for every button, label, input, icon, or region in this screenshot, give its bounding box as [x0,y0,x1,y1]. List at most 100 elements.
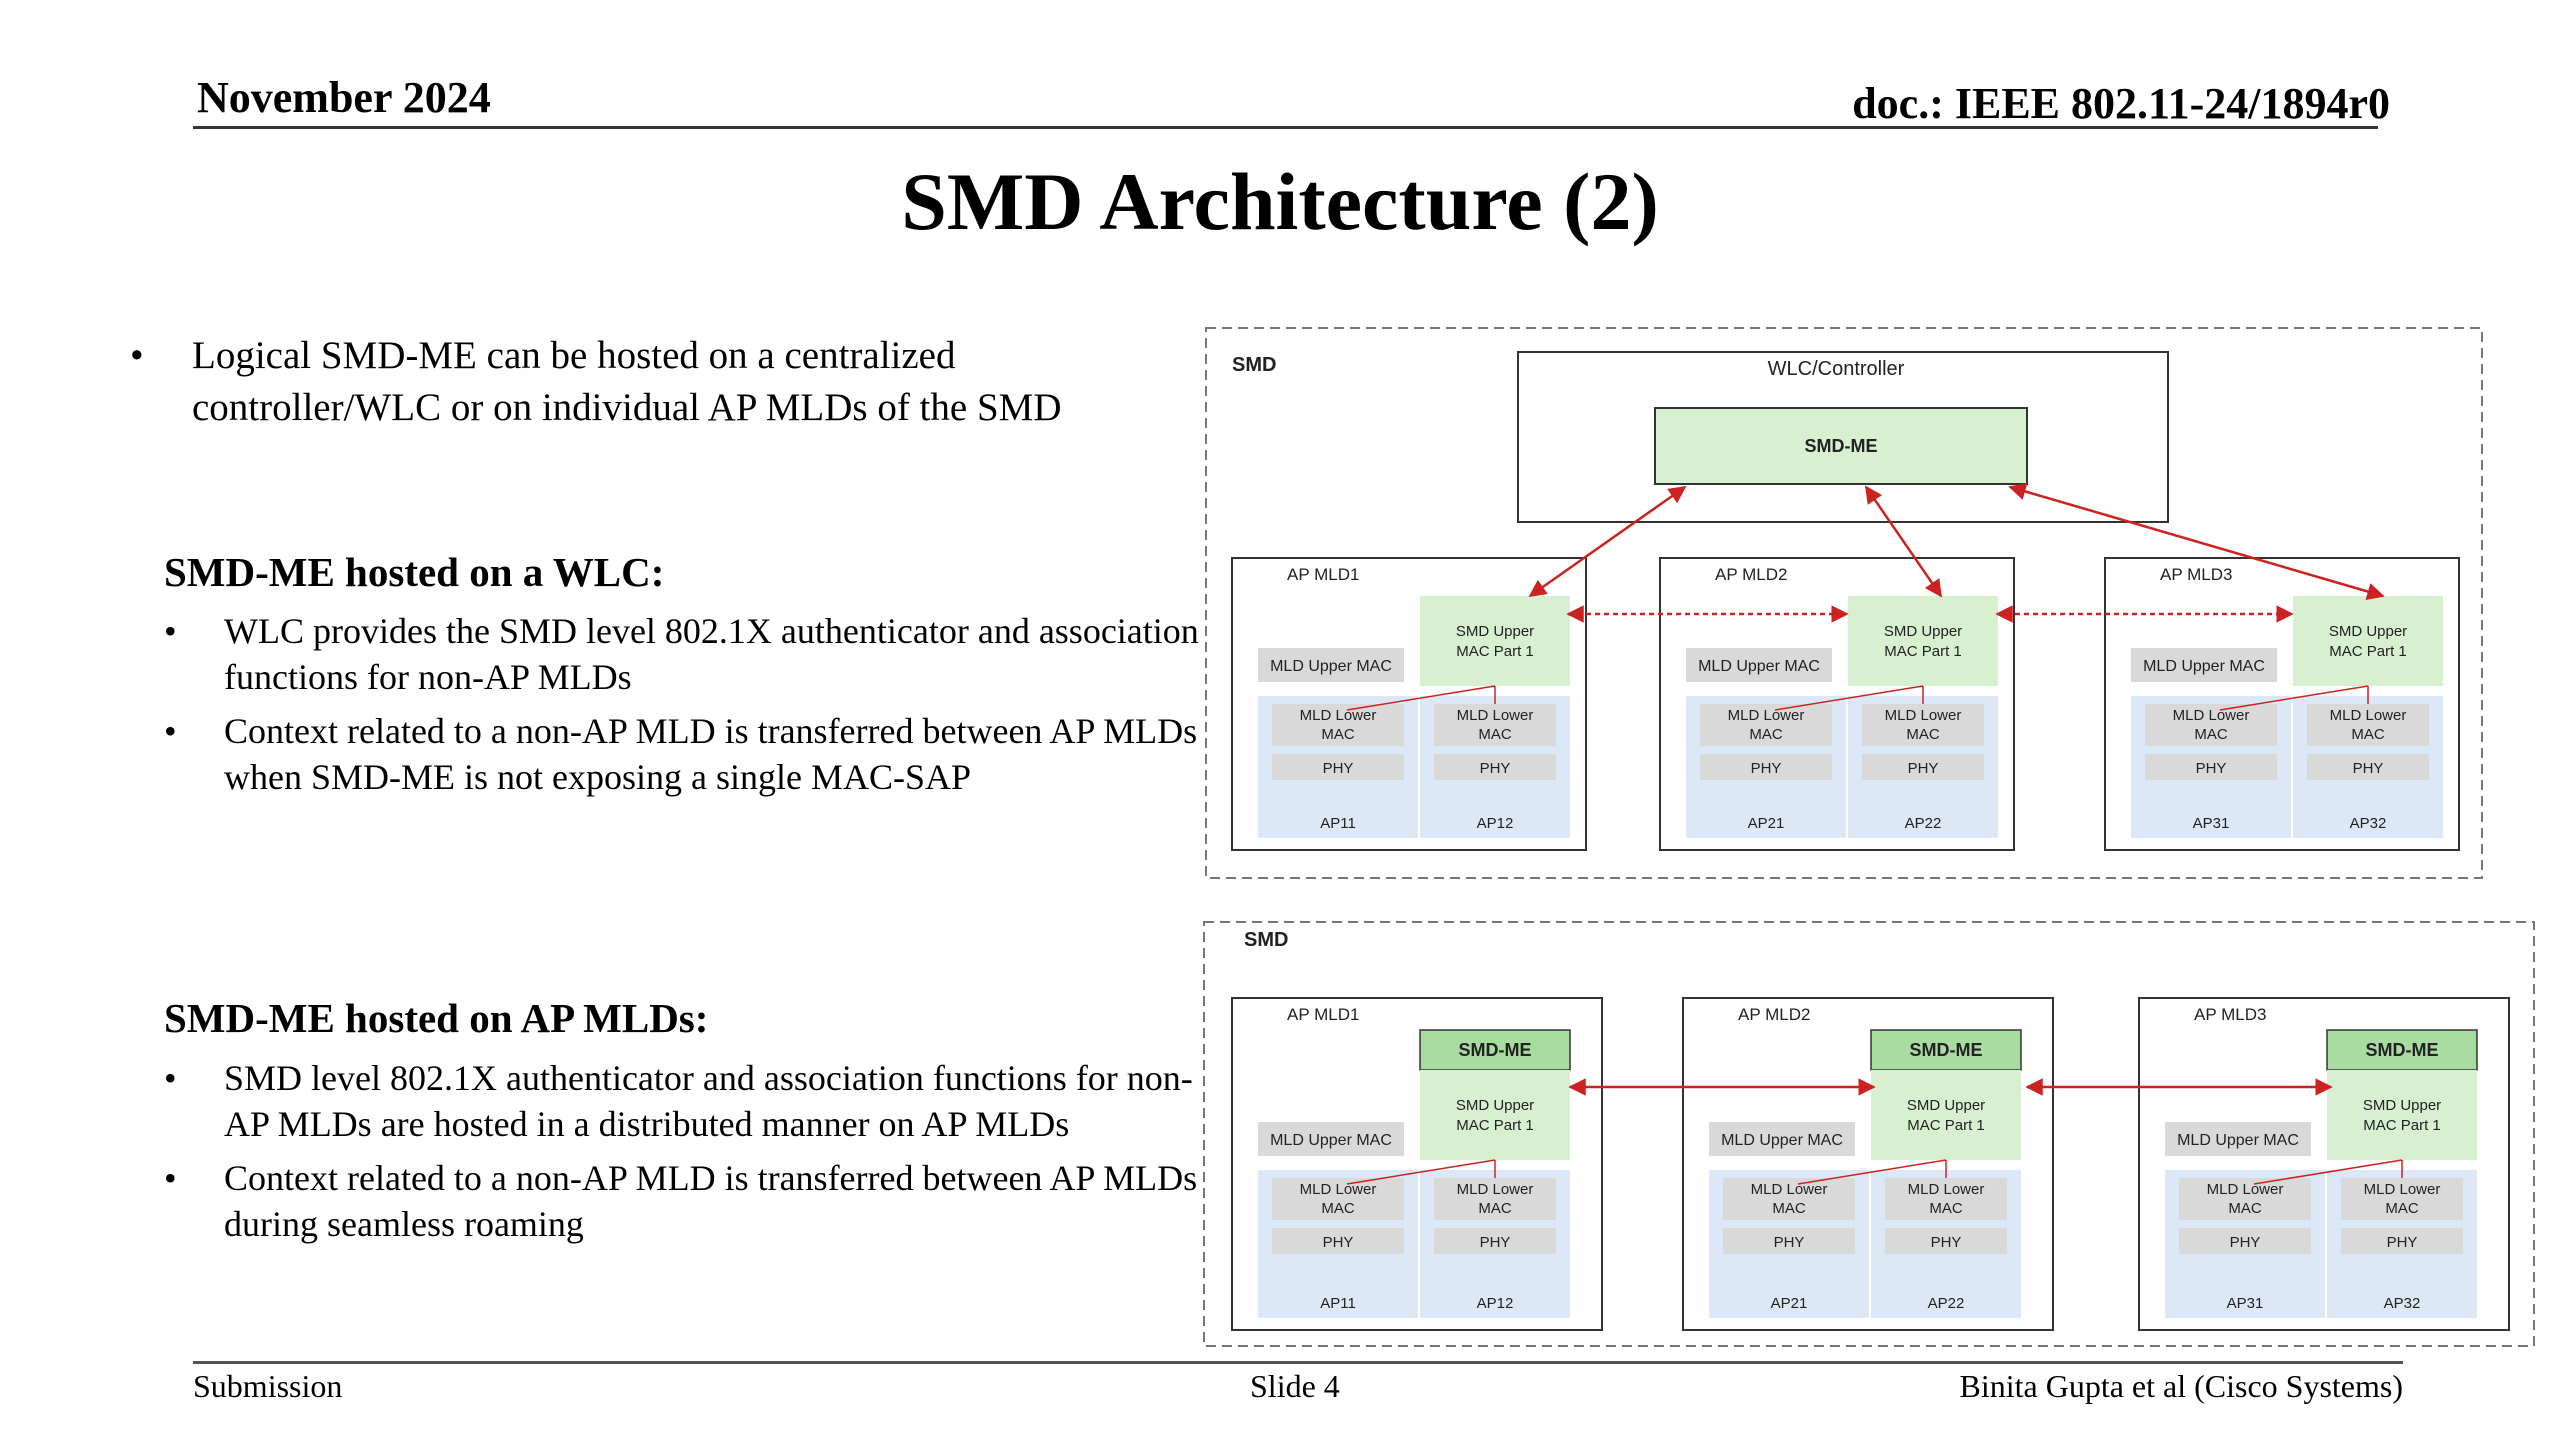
ap-label: AP31 [2227,1295,2264,1312]
mld-upper-mac-box [1686,648,1832,682]
smd-upper-mac-box [1420,596,1570,686]
phy-label: PHY [2196,760,2227,777]
smd-me-box [1654,407,2028,485]
ap-label: AP32 [2350,815,2387,832]
ap-label: AP32 [2384,1295,2421,1312]
smd-me-label: SMD-ME [1459,1040,1532,1060]
connector-line [1797,1159,1947,1185]
phy-label: PHY [1931,1234,1962,1251]
ap-mld-label: AP MLD2 [1715,565,1787,584]
ap-label: AP11 [1320,815,1356,832]
ap-mld-label: AP MLD3 [2160,565,2232,584]
mld-lower-mac-box [1434,1178,1556,1220]
connector-line [1774,685,1924,711]
ap-label: AP31 [2193,815,2230,832]
mld-lower-mac-box [1885,1178,2007,1220]
ap-mld-label: AP MLD3 [2194,1005,2266,1024]
bullet-dot: • [164,1058,177,1098]
mld-upper-mac-label: MLD Upper MAC [1721,1132,1843,1149]
ap-label: AP11 [1320,1295,1356,1312]
ap-label: AP12 [1477,1295,1514,1312]
phy-label: PHY [1908,760,1939,777]
mld-lower-mac-box [2179,1178,2311,1220]
mld-upper-mac-box [1709,1122,1855,1156]
ap-section-heading: SMD-ME hosted on AP MLDs: [164,995,709,1041]
connector-line [2253,1159,2403,1185]
footer-submission: Submission [193,1368,343,1404]
phy-box [1434,1228,1556,1254]
smd-boundary-top [1205,327,2483,879]
footer-slide-number: Slide 4 [1250,1368,1340,1404]
mld-lower-mac-box [1272,1178,1404,1220]
mld-lower-mac-box [2341,1178,2463,1220]
header-date: November 2024 [197,73,491,122]
mld-upper-mac-box [2165,1122,2311,1156]
bullet-dot: • [164,611,177,651]
phy-label: PHY [1323,1234,1354,1251]
phy-box [2179,1228,2311,1254]
connector-line [2219,685,2369,711]
header-doc-id: doc.: IEEE 802.11-24/1894r0 [1852,79,2390,128]
ap-bullet-2-text: Context related to a non-AP MLD is trans… [224,1158,1198,1244]
main-bullet-text: Logical SMD-ME can be hosted on a centra… [192,334,1062,429]
smd-label-bottom: SMD [1244,929,1288,951]
phy-box [2341,1228,2463,1254]
controller-label: WLC/Controller [1768,358,1905,380]
smd-me-box [1870,1029,2022,1071]
smd-me-label: SMD-ME [2366,1040,2439,1060]
ap-label: AP21 [1771,1295,1808,1312]
phy-box [1862,754,1984,780]
ap-label: AP22 [1928,1295,1965,1312]
connector-line [1346,685,1496,711]
mld-upper-mac-box [2131,648,2277,682]
phy-label: PHY [1751,760,1782,777]
phy-label: PHY [2387,1234,2418,1251]
smd-me-label: SMD-ME [1805,436,1878,456]
phy-box [1272,754,1404,780]
smd-upper-mac-box [2327,1070,2477,1160]
ap-mld-label: AP MLD2 [1738,1005,1810,1024]
smd-boundary-bottom [1203,921,2535,1347]
footer-divider [193,1361,2403,1364]
ap-label: AP12 [1477,815,1514,832]
wlc-bullet-1-text: WLC provides the SMD level 802.1X authen… [224,611,1199,697]
ap-bullet-1-text: SMD level 802.1X authenticator and assoc… [224,1058,1193,1144]
mld-upper-mac-label: MLD Upper MAC [2177,1132,2299,1149]
ap-label: AP22 [1905,815,1942,832]
slide-title: SMD Architecture (2) [901,156,1659,247]
phy-label: PHY [2353,760,2384,777]
link-mld3-smdme [2008,483,2385,600]
smd-upper-mac-box [1420,1070,1570,1160]
phy-label: PHY [1480,760,1511,777]
phy-label: PHY [1323,760,1354,777]
phy-box [1700,754,1832,780]
phy-label: PHY [2230,1234,2261,1251]
footer-author: Binita Gupta et al (Cisco Systems) [1959,1368,2404,1404]
mld-lower-mac-box [1700,704,1832,746]
smd-me-label: SMD-ME [1910,1040,1983,1060]
ap-mld-label: AP MLD1 [1287,1005,1359,1024]
smd-label-top: SMD [1232,354,1276,376]
mld-lower-mac-box [2307,704,2429,746]
phy-label: PHY [1480,1234,1511,1251]
ap-label: AP21 [1748,815,1785,832]
mld-lower-mac-box [1272,704,1404,746]
smd-me-box [1419,1029,1571,1071]
phy-box [1434,754,1556,780]
mld-upper-mac-box [1258,1122,1404,1156]
header-divider [193,126,2378,129]
